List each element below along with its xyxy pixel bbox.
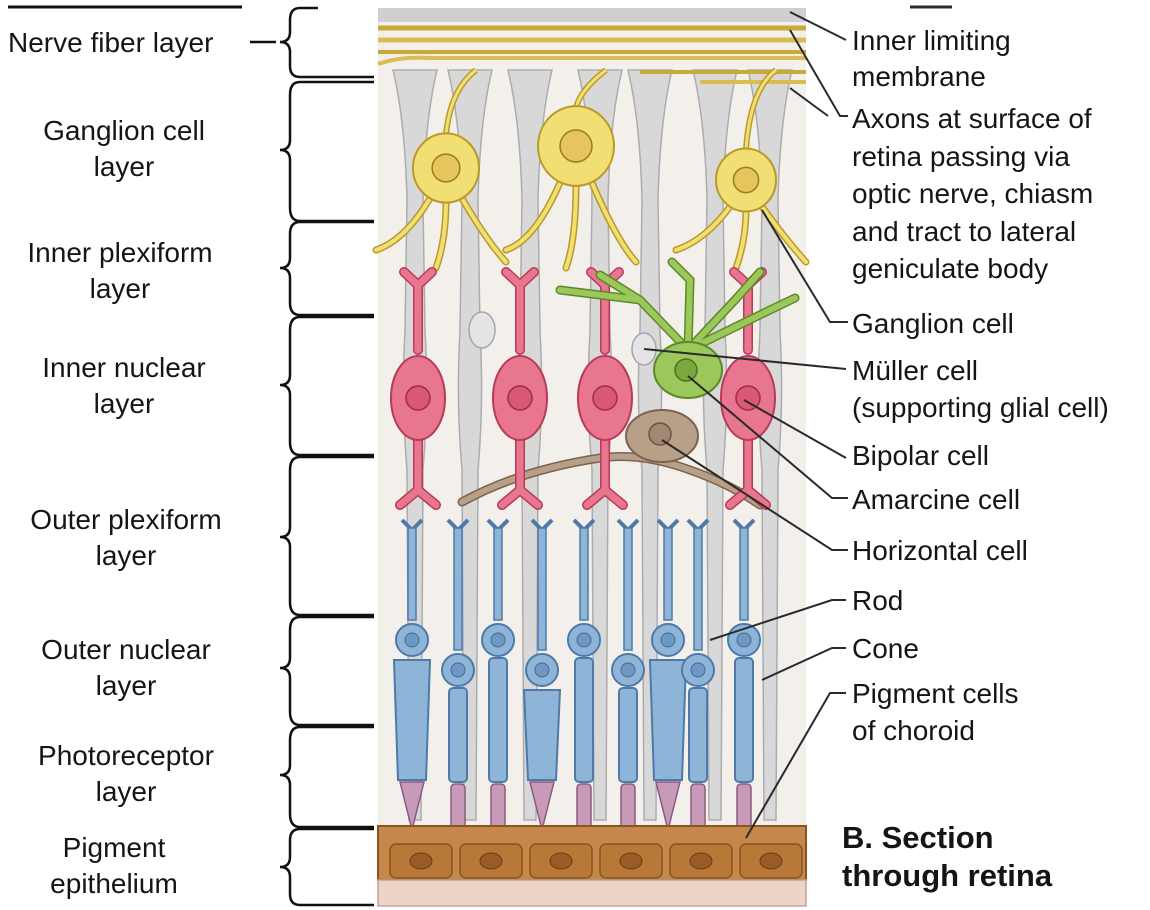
label-inner-limiting-membrane-2: membrane — [852, 61, 986, 92]
label-axons-1: Axons at surface of — [852, 103, 1092, 134]
pigment-epithelium — [378, 826, 806, 906]
label-axons-3: optic nerve, chiasm — [852, 178, 1093, 209]
label-pigment-cells-2: of choroid — [852, 715, 975, 746]
pigment-cell-nucleus — [760, 853, 782, 869]
layer-label-photoreceptor-2: layer — [96, 776, 157, 807]
pigment-cell-nucleus — [620, 853, 642, 869]
label-horizontal-cell: Horizontal cell — [852, 535, 1028, 566]
label-inner-limiting-membrane: Inner limiting — [852, 25, 1011, 56]
cone-inner-segment — [650, 660, 686, 780]
label-rod: Rod — [852, 585, 903, 616]
pigment-cell-nucleus — [550, 853, 572, 869]
photoreceptor-nucleus-core — [661, 633, 675, 647]
photoreceptor-nucleus-core — [691, 663, 705, 677]
bipolar-nucleus — [508, 386, 532, 410]
rod-outer-segment — [737, 784, 751, 830]
label-axons-4: and tract to lateral — [852, 216, 1076, 247]
layer-label-ganglion-2: layer — [94, 151, 155, 182]
label-amacrine-cell: Amarcine cell — [852, 484, 1020, 515]
layer-label-inner-plexiform-2: layer — [90, 273, 151, 304]
rod-outer-segment — [491, 784, 505, 830]
label-muller-cell-2: (supporting glial cell) — [852, 392, 1109, 423]
rod-outer-segment — [621, 784, 635, 830]
rod-inner-segment — [449, 688, 467, 782]
retina-illustration — [376, 8, 806, 906]
horizontal-nucleus — [649, 423, 671, 445]
photoreceptor-axon — [408, 528, 416, 620]
layer-label-outer-plexiform-2: layer — [96, 540, 157, 571]
choroid-layer — [378, 880, 806, 906]
bipolar-nucleus — [593, 386, 617, 410]
layer-label-inner-nuclear-2: layer — [94, 388, 155, 419]
label-bipolar-cell: Bipolar cell — [852, 440, 989, 471]
layer-label-ganglion: Ganglion cell — [43, 115, 205, 146]
photoreceptor-axon — [494, 528, 502, 620]
layer-label-nerve-fiber: Nerve fiber layer — [8, 27, 213, 58]
photoreceptor-nucleus-core — [405, 633, 419, 647]
layer-label-outer-nuclear-2: layer — [96, 670, 157, 701]
callout-labels: Inner limiting membrane Axons at surface… — [842, 25, 1109, 893]
cone-inner-segment — [524, 690, 560, 780]
rod-inner-segment — [735, 658, 753, 782]
layer-label-inner-nuclear: Inner nuclear — [42, 352, 205, 383]
rod-inner-segment — [575, 658, 593, 782]
rod-outer-segment — [451, 784, 465, 830]
layer-label-pigment: Pigment — [63, 832, 166, 863]
rod-outer-segment — [691, 784, 705, 830]
label-axons-5: geniculate body — [852, 253, 1048, 284]
rod-inner-segment — [619, 688, 637, 782]
figure-caption: B. Section — [842, 820, 994, 855]
photoreceptor-axon — [694, 528, 702, 650]
layer-labels: Nerve fiber layer Ganglion cell layer In… — [8, 27, 222, 899]
photoreceptor-nucleus-core — [621, 663, 635, 677]
photoreceptor-axon — [538, 528, 546, 650]
layer-label-inner-plexiform: Inner plexiform — [27, 237, 212, 268]
photoreceptor-axon — [624, 528, 632, 650]
bipolar-nucleus — [406, 386, 430, 410]
photoreceptor-axon — [454, 528, 462, 650]
rod-outer-segment — [577, 784, 591, 830]
layer-label-pigment-2: epithelium — [50, 868, 178, 899]
photoreceptor-nucleus-core — [535, 663, 549, 677]
ganglion-nucleus — [560, 130, 592, 162]
pigment-cell-nucleus — [480, 853, 502, 869]
photoreceptor-axon — [664, 528, 672, 620]
label-ganglion-cell: Ganglion cell — [852, 308, 1014, 339]
pigment-cell-nucleus — [690, 853, 712, 869]
ganglion-nucleus — [733, 167, 758, 192]
cone-inner-segment — [394, 660, 430, 780]
photoreceptor-nucleus-core — [491, 633, 505, 647]
photoreceptor-nucleus-core — [577, 633, 591, 647]
label-axons-2: retina passing via — [852, 141, 1070, 172]
photoreceptor-nucleus-core — [737, 633, 751, 647]
photoreceptor-axon — [740, 528, 748, 620]
pigment-cell-nucleus — [410, 853, 432, 869]
amacrine-nucleus — [675, 359, 697, 381]
rod-inner-segment — [689, 688, 707, 782]
layer-label-outer-plexiform: Outer plexiform — [30, 504, 221, 535]
layer-label-photoreceptor: Photoreceptor — [38, 740, 214, 771]
ganglion-nucleus — [432, 154, 460, 182]
photoreceptor-nucleus-core — [451, 663, 465, 677]
figure-caption-2: through retina — [842, 858, 1053, 893]
rod-inner-segment — [489, 658, 507, 782]
muller-nucleus — [469, 312, 495, 348]
label-cone: Cone — [852, 633, 919, 664]
layer-label-outer-nuclear: Outer nuclear — [41, 634, 211, 665]
label-pigment-cells: Pigment cells — [852, 678, 1019, 709]
label-muller-cell: Müller cell — [852, 355, 978, 386]
photoreceptor-axon — [580, 528, 588, 620]
